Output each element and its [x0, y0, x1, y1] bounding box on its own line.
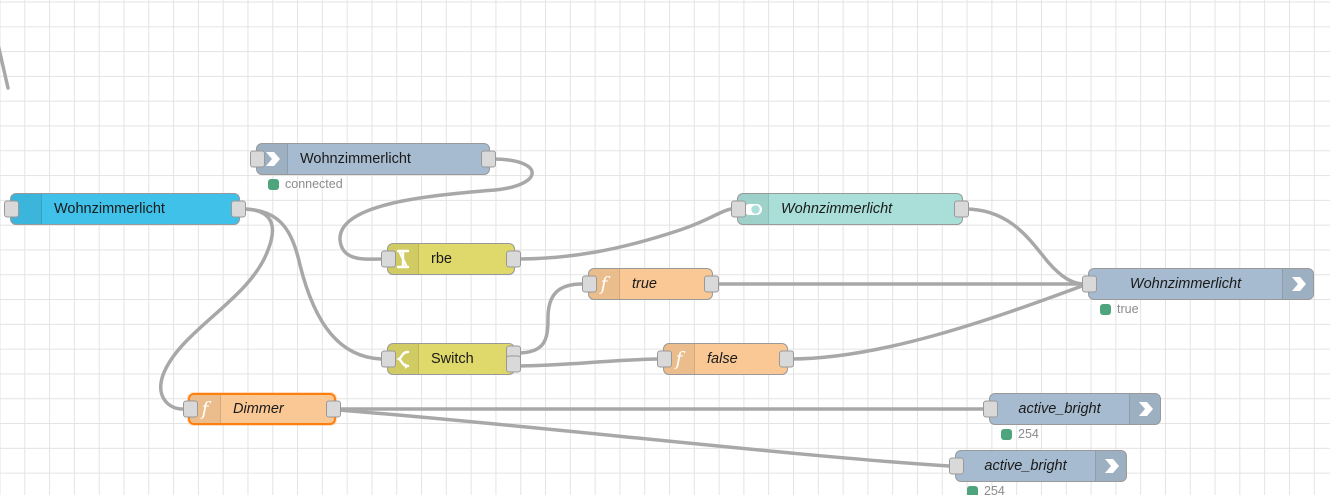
node-label: false: [707, 351, 738, 367]
svg-text:f: f: [199, 398, 211, 420]
node-out-active-bright-2[interactable]: active_bright: [949, 450, 1127, 482]
status-dot-icon: [1001, 428, 1012, 440]
node-label: Wohnzimmerlicht: [1129, 276, 1242, 292]
node-output-port-1[interactable]: [326, 400, 341, 418]
node-label: true: [632, 276, 657, 292]
function-icon: f: [589, 269, 620, 299]
status-dot-icon: [1100, 303, 1111, 315]
node-input-port[interactable]: [183, 400, 198, 418]
node-output-port-1[interactable]: [506, 250, 521, 268]
status-text: 254: [1018, 427, 1039, 441]
svg-text:f: f: [598, 273, 610, 295]
node-input-port[interactable]: [381, 350, 396, 368]
node-switch[interactable]: Switch: [381, 343, 521, 375]
node-input-port[interactable]: [983, 400, 998, 418]
svg-text:f: f: [673, 348, 685, 370]
node-label: Wohnzimmerlicht: [54, 201, 165, 217]
node-input-port[interactable]: [4, 200, 19, 218]
wire-w-status-to-out[interactable]: [963, 207, 1084, 286]
wire-w-inject-to-mqttoutarea1[interactable]: [159, 207, 275, 411]
node-label: Switch: [431, 351, 474, 367]
node-label: active_bright: [1018, 401, 1101, 417]
node-label: Wohnzimmerlicht: [781, 201, 893, 217]
wire-w-inject-to-switch[interactable]: [240, 207, 383, 361]
node-input-port[interactable]: [657, 350, 672, 368]
node-input-port[interactable]: [949, 457, 964, 475]
node-label: rbe: [431, 251, 452, 267]
node-icon-blank: [11, 194, 42, 224]
node-output-port-1[interactable]: [231, 200, 246, 218]
status-text: 254: [984, 484, 1005, 495]
node-label: active_bright: [984, 458, 1067, 474]
status-dot-icon: [967, 485, 978, 495]
node-fn-true[interactable]: f true: [582, 268, 719, 300]
node-inject-wohnzimmerlicht[interactable]: Wohnzimmerlicht: [4, 193, 246, 225]
node-output-port-1[interactable]: [779, 350, 794, 368]
status-text: connected: [285, 177, 343, 191]
node-label: Dimmer: [233, 401, 284, 417]
wire-w-dimmer-to-ab2[interactable]: [336, 408, 951, 468]
node-out-active-bright-1[interactable]: active_bright: [983, 393, 1161, 425]
wire-w-switch-out1-to-true[interactable]: [515, 282, 584, 355]
node-status-mqtt-out-wohnzimmerlicht: connected: [268, 177, 343, 191]
node-fn-dimmer[interactable]: f Dimmer: [183, 393, 341, 425]
node-rbe[interactable]: rbe: [381, 243, 521, 275]
node-fn-false[interactable]: f false: [657, 343, 794, 375]
node-output-port-2[interactable]: [506, 355, 521, 373]
wire-w-switch-out2-to-false[interactable]: [515, 357, 659, 368]
node-input-port[interactable]: [381, 250, 396, 268]
node-mqtt-out-wohnzimmerlicht[interactable]: Wohnzimmerlicht: [250, 143, 496, 175]
node-output-port-1[interactable]: [704, 275, 719, 293]
node-status-wohnzimmerlicht[interactable]: Wohnzimmerlicht: [731, 193, 969, 225]
node-output-port-1[interactable]: [954, 200, 969, 218]
node-status-out-active-bright-2: 254: [967, 484, 1005, 495]
node-output-port-1[interactable]: [481, 150, 496, 168]
arrow-right-icon: [1129, 394, 1160, 424]
status-dot-icon: [268, 178, 279, 190]
node-status-out-wohnzimmerlicht: true: [1100, 302, 1139, 316]
node-input-port[interactable]: [582, 275, 597, 293]
node-input-port[interactable]: [250, 150, 265, 168]
status-text: true: [1117, 302, 1139, 316]
wire-w-false-to-out[interactable]: [788, 284, 1084, 361]
arrow-right-icon: [1095, 451, 1126, 481]
node-input-port[interactable]: [731, 200, 746, 218]
wire-w-rbe-to-status[interactable]: [515, 207, 733, 261]
arrow-right-icon: [1282, 269, 1313, 299]
node-out-wohnzimmerlicht[interactable]: Wohnzimmerlicht: [1082, 268, 1314, 300]
node-label: Wohnzimmerlicht: [300, 151, 411, 167]
wire-w-edge-topleft[interactable]: [0, 0, 10, 90]
node-status-out-active-bright-1: 254: [1001, 427, 1039, 441]
node-input-port[interactable]: [1082, 275, 1097, 293]
